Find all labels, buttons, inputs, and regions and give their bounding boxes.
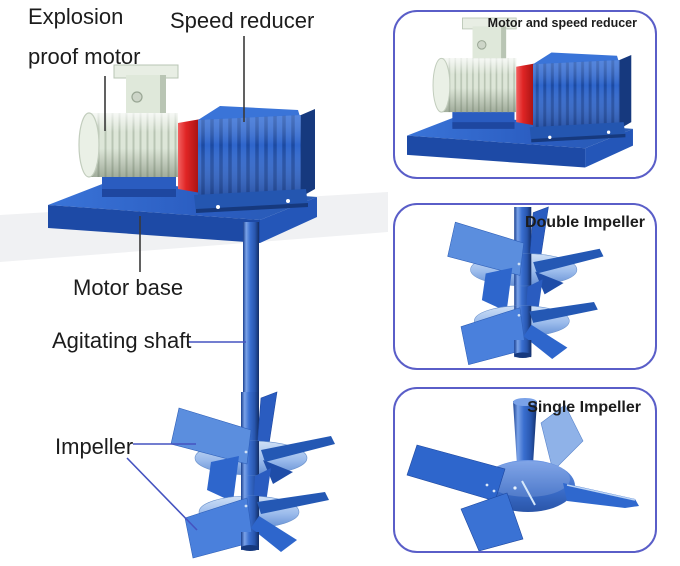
label-impeller: Impeller [55,434,134,459]
double-impeller-illustration [170,391,336,559]
label-agitating-shaft: Agitating shaft [52,328,192,353]
label-motor-base: Motor base [73,275,184,300]
panel3-illustration [406,398,639,551]
black-leader-lines [104,36,245,272]
panel1-title: Motor and speed reducer [487,16,637,30]
blue-leader-lines [126,341,246,531]
panel2-title: Double Impeller [524,214,645,231]
label-explosion-proof-motor-line1: Explosion [28,4,124,29]
label-explosion-proof-motor-line2: proof motor [28,44,141,69]
panel-double-impeller: Double Impeller [393,203,657,370]
panel1-illustration [406,17,634,169]
motor-reducer-base-illustration [47,64,318,244]
label-speed-reducer: Speed reducer [170,8,315,33]
panel3-title: Single Impeller [527,399,641,416]
panel-motor-and-speed-reducer: Motor and speed reducer [393,10,657,179]
panel-single-impeller: Single Impeller [393,387,657,553]
agitating-shaft-illustration [243,222,259,396]
